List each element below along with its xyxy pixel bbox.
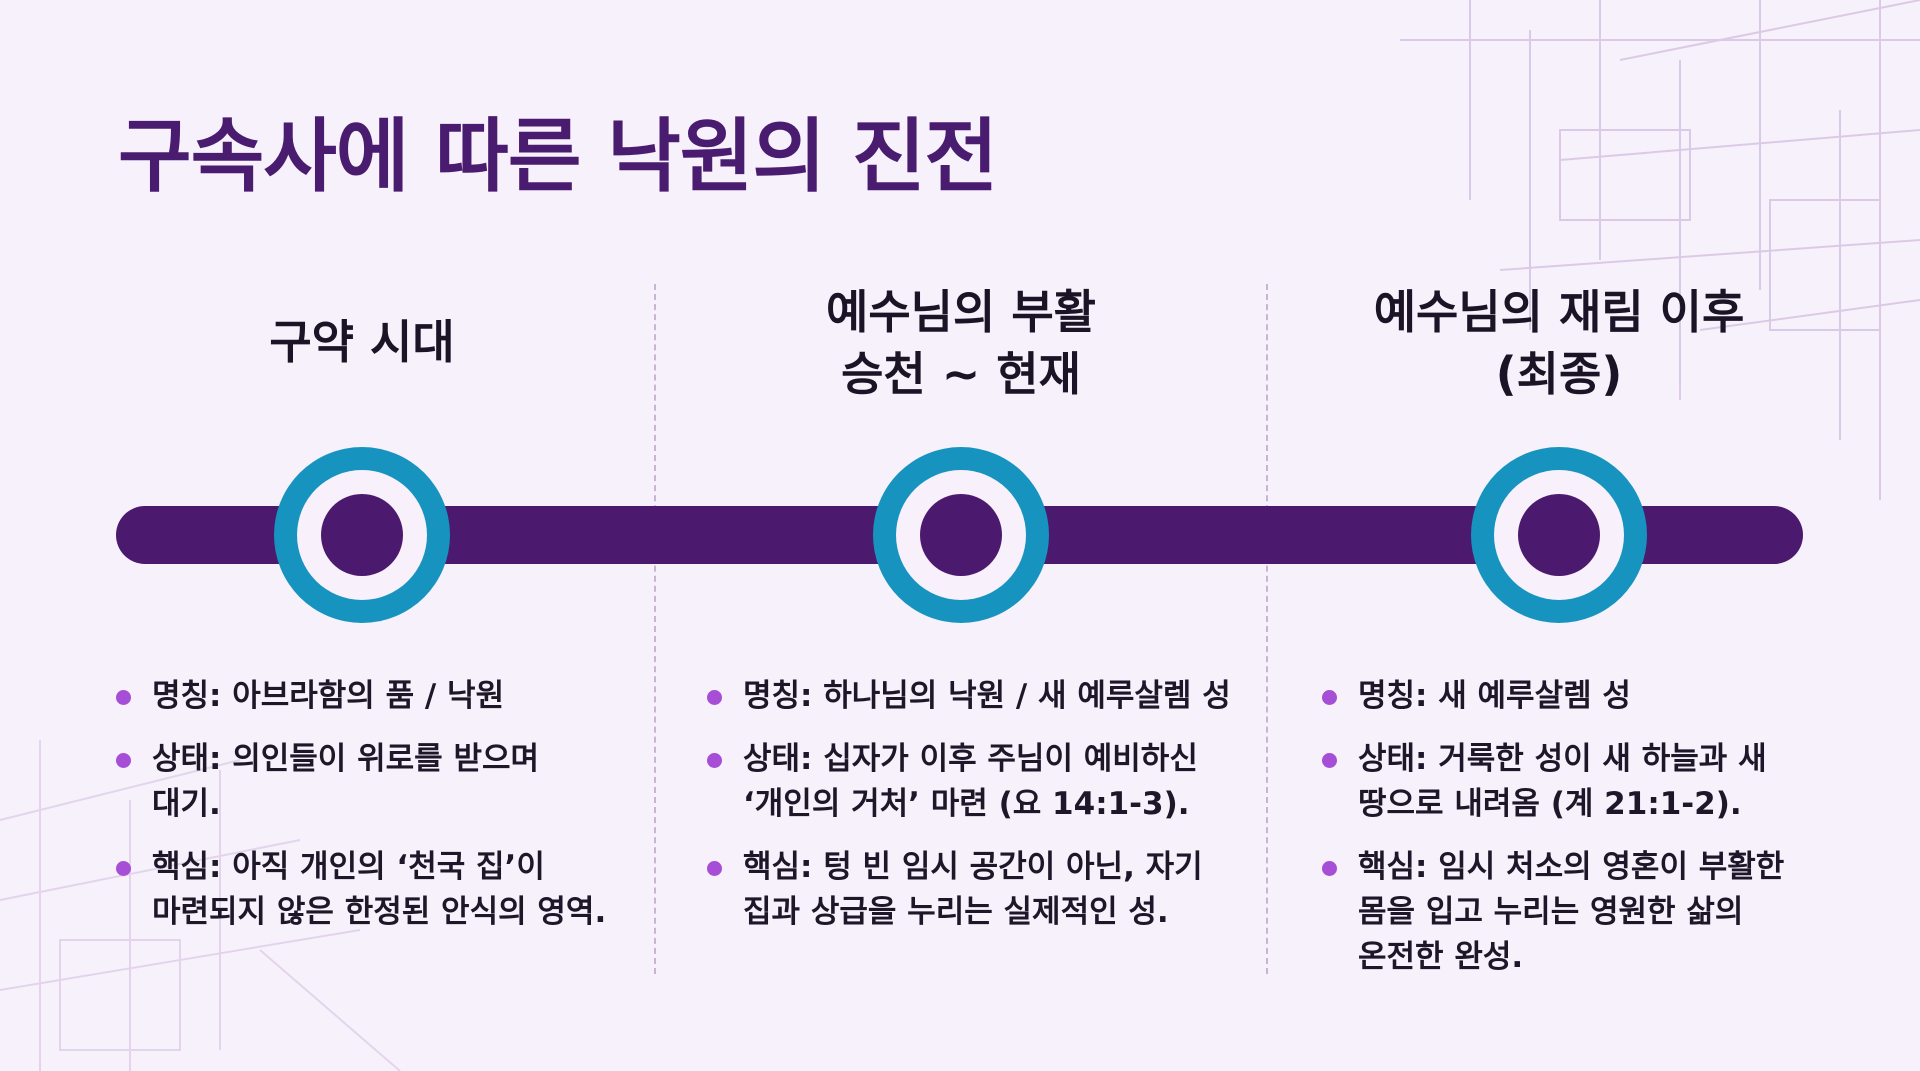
bullet-line: 마련되지 않은 한정된 안식의 영역. — [152, 894, 607, 930]
bullet-line: 땅으로 내려옴 (계 21:1-2). — [1358, 786, 1742, 822]
bullet-line: 핵심: 아직 개인의 ‘천국 집’이 — [152, 849, 545, 885]
bullet-line: 핵심: 텅 빈 임시 공간이 아닌, 자기 — [743, 849, 1203, 885]
bullet-line: 온전한 완성. — [1358, 939, 1524, 975]
column-heading-line: 예수님의 재림 이후 — [1373, 285, 1745, 339]
bullet-line: 핵심: 임시 처소의 영혼이 부활한 — [1358, 849, 1785, 885]
column-heading-old-testament: 구약 시대 — [82, 311, 642, 373]
bullet-item-state: 상태: 거룩한 성이 새 하늘과 새 땅으로 내려옴 (계 21:1-2). — [1322, 737, 1784, 827]
timeline-node-resurrection — [873, 447, 1049, 623]
bullet-line: 상태: 십자가 이후 주님이 예비하신 — [743, 741, 1198, 777]
bullet-item-state: 상태: 의인들이 위로를 받으며 대기. — [116, 737, 606, 827]
bullet-list-old-testament: 명칭: 아브라함의 품 / 낙원 상태: 의인들이 위로를 받으며 대기. 핵심… — [116, 674, 606, 953]
bullet-line: ‘개인의 거처’ 마련 (요 14:1-3). — [743, 786, 1190, 822]
bullet-line: 몸을 입고 누리는 영원한 삶의 — [1358, 894, 1744, 930]
bullet-item-name: 명칭: 새 예루살렘 성 — [1322, 674, 1784, 719]
page-title: 구속사에 따른 낙원의 진전 — [118, 110, 998, 203]
bullet-line: 명칭: 아브라함의 품 / 낙원 — [152, 678, 505, 714]
bullet-item-core: 핵심: 임시 처소의 영혼이 부활한 몸을 입고 누리는 영원한 삶의 온전한 … — [1322, 845, 1784, 980]
bullet-list-second-coming: 명칭: 새 예루살렘 성 상태: 거룩한 성이 새 하늘과 새 땅으로 내려옴 … — [1322, 674, 1784, 998]
bullet-line: 집과 상급을 누리는 실제적인 성. — [743, 894, 1169, 930]
bullet-line: 명칭: 새 예루살렘 성 — [1358, 678, 1631, 714]
timeline-node-second-coming — [1471, 447, 1647, 623]
bullet-item-core: 핵심: 텅 빈 임시 공간이 아닌, 자기 집과 상급을 누리는 실제적인 성. — [707, 845, 1231, 935]
bullet-item-state: 상태: 십자가 이후 주님이 예비하신 ‘개인의 거처’ 마련 (요 14:1-… — [707, 737, 1231, 827]
timeline-node-old-testament — [274, 447, 450, 623]
bullet-item-core: 핵심: 아직 개인의 ‘천국 집’이 마련되지 않은 한정된 안식의 영역. — [116, 845, 606, 935]
bullet-line: 상태: 거룩한 성이 새 하늘과 새 — [1358, 741, 1767, 777]
column-heading-line: (최종) — [1495, 347, 1623, 401]
bullet-line: 상태: 의인들이 위로를 받으며 — [152, 741, 540, 777]
column-divider-1 — [654, 284, 656, 974]
column-heading-resurrection: 예수님의 부활 승천 ~ 현재 — [681, 281, 1241, 405]
bullet-item-name: 명칭: 하나님의 낙원 / 새 예루살렘 성 — [707, 674, 1231, 719]
node-center-dot — [920, 494, 1002, 576]
bullet-list-resurrection: 명칭: 하나님의 낙원 / 새 예루살렘 성 상태: 십자가 이후 주님이 예비… — [707, 674, 1231, 953]
bullet-item-name: 명칭: 아브라함의 품 / 낙원 — [116, 674, 606, 719]
column-divider-2 — [1266, 284, 1268, 974]
column-heading-line: 구약 시대 — [269, 315, 455, 369]
node-center-dot — [1518, 494, 1600, 576]
column-heading-line: 예수님의 부활 — [826, 285, 1096, 339]
bullet-line: 명칭: 하나님의 낙원 / 새 예루살렘 성 — [743, 678, 1231, 714]
node-center-dot — [321, 494, 403, 576]
column-heading-second-coming: 예수님의 재림 이후 (최종) — [1279, 281, 1839, 405]
column-heading-line: 승천 ~ 현재 — [841, 347, 1081, 401]
bullet-line: 대기. — [152, 786, 221, 822]
